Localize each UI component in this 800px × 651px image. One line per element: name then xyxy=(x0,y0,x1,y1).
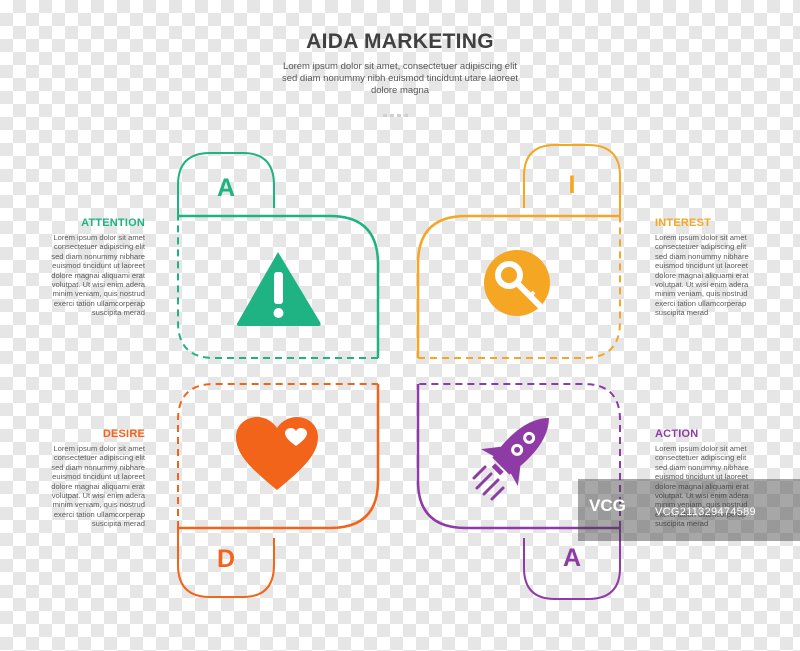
action-block: A xyxy=(416,383,621,600)
attention-title: ATTENTION xyxy=(81,217,145,229)
desire-solid-outline xyxy=(178,384,380,530)
watermark-id: VCG211329474589 xyxy=(655,506,756,518)
desire-block: D xyxy=(177,383,380,598)
interest-text: Lorem ipsum dolor sit amet consectetuer … xyxy=(655,233,749,318)
desire-title: DESIRE xyxy=(102,428,145,440)
page-title: AIDA MARKETING xyxy=(306,30,494,53)
heart-icon xyxy=(236,417,318,490)
attention-block: A xyxy=(177,152,380,359)
attention-solid-outline xyxy=(178,214,380,358)
attention-tab xyxy=(177,152,275,216)
desire-dashed-outline xyxy=(177,383,378,528)
watermark-overlay xyxy=(578,479,800,541)
attention-letter: A xyxy=(217,174,235,202)
attention-text: Lorem ipsum dolor sit amet consectetuer … xyxy=(51,233,145,318)
action-solid-outline xyxy=(416,384,620,530)
action-dashed-outline xyxy=(418,383,621,528)
desire-tab xyxy=(177,528,275,598)
desire-text: Lorem ipsum dolor sit amet consectetuer … xyxy=(51,444,145,529)
action-title: ACTION xyxy=(655,428,699,440)
interest-tab xyxy=(523,144,621,216)
watermark-logo: VCG xyxy=(589,496,626,515)
attention-dashed-outline xyxy=(177,216,378,359)
action-tab xyxy=(523,528,621,600)
interest-letter: I xyxy=(569,171,576,199)
search-key-icon xyxy=(484,250,550,316)
warning-icon xyxy=(236,252,321,326)
interest-dashed-outline xyxy=(418,216,621,359)
page-subtitle: Lorem ipsum dolor sit amet, consectetuer… xyxy=(281,61,519,96)
desire-letter: D xyxy=(217,545,235,573)
interest-solid-outline xyxy=(416,214,620,358)
rocket-icon xyxy=(472,418,549,501)
action-letter: A xyxy=(563,544,581,572)
action-text: Lorem ipsum dolor sit amet consectetuer … xyxy=(655,444,749,529)
interest-title: INTEREST xyxy=(655,217,711,229)
interest-block: I xyxy=(416,144,621,359)
decorative-dots xyxy=(383,104,411,122)
